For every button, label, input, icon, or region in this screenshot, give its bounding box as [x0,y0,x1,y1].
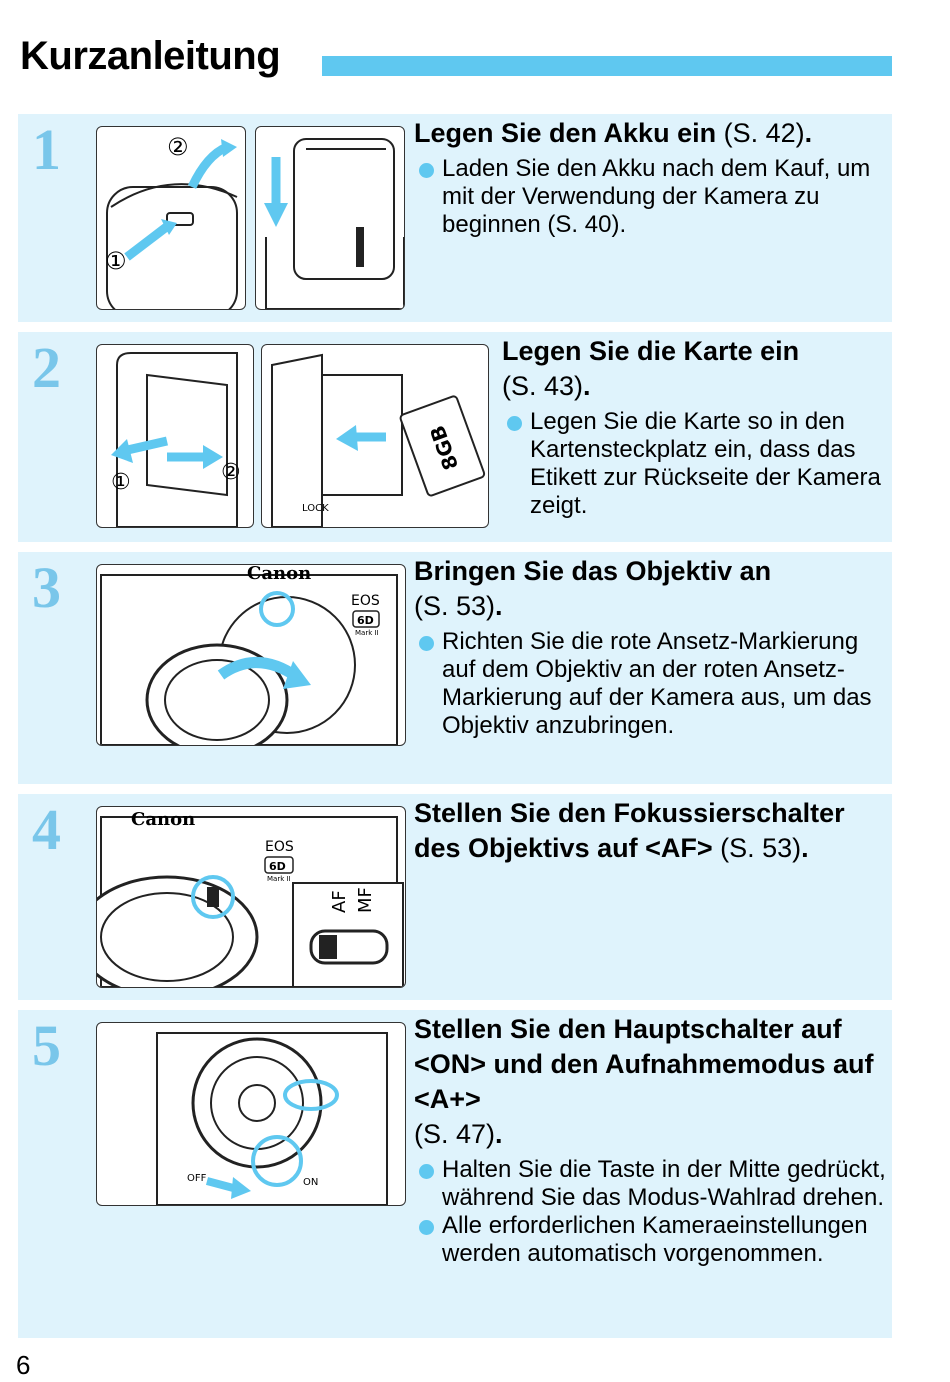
step-number: 5 [32,1013,61,1078]
step-4: 4 Canon EOS 6D Mark II AF MF Stellen Sie… [18,794,892,1000]
bullet-icon [419,1164,434,1179]
photo-label-1: ① [111,470,131,495]
step-number: 4 [32,797,61,862]
card-door-illustration: ① ② [96,344,254,528]
bullet-icon [419,163,434,178]
battery-slot-illustration [255,126,405,310]
model-mark: Mark II [355,629,379,637]
bullet-list: Richten Sie die rote Ansetz-Markierung a… [414,628,890,740]
bullet-list: Halten Sie die Taste in der Mitte gedrüc… [414,1156,890,1268]
step-heading: Legen Sie die Karte ein(S. 43). [502,336,800,401]
bullet-list: Laden Sie den Akku nach dem Kauf, um mit… [414,155,884,239]
step-3: 3 Canon EOS 6D Mark II Bringen Sie das O… [18,552,892,784]
card-door-icon: ① ② [111,352,241,527]
list-item: Halten Sie die Taste in der Mitte gedrüc… [414,1156,890,1212]
step-5: 5 OFF ON Stellen Sie den Hauptschalter a… [18,1010,892,1338]
bullet-list: Legen Sie die Karte so in den Kartenstec… [502,408,888,520]
page-title: Kurzanleitung [20,34,281,78]
step-2: 2 ① ② 8GB LOCK Legen Sie die Karte [18,332,892,542]
brand-label: Canon [247,565,311,584]
list-item: Alle erforderlichen Kameraeinstellungen … [414,1212,890,1268]
sd-card-icon: 8GB LOCK [271,353,486,527]
bullet-icon [507,416,522,431]
model-mark: Mark II [267,875,291,883]
step-1: 1 ② ① Legen Sie den Akku ein (S. 42). [18,114,892,322]
step-5-text: Stellen Sie den Hauptschalter auf <ON> u… [414,1012,890,1268]
bullet-icon [419,636,434,651]
camera-battery-door-icon: ② ① [105,133,238,309]
focus-switch-icon: Canon EOS 6D Mark II AF MF [97,809,404,987]
model-label: EOS [351,593,380,609]
step-heading: Legen Sie den Akku ein (S. 42). [414,118,813,148]
photo-label-1: ① [105,247,127,275]
model-label: EOS [265,839,294,855]
camera-lens-icon: Canon EOS 6D Mark II [100,565,398,745]
battery-insert-illustration: ② ① [96,126,246,310]
photo-label-2: ② [167,133,189,161]
lens-mount-illustration: Canon EOS 6D Mark II [96,564,406,746]
mf-label: MF [355,887,376,913]
list-item: Legen Sie die Karte so in den Kartenstec… [502,408,888,520]
model-number: 6D [269,860,286,873]
brand-label: Canon [131,809,195,830]
list-item: Laden Sie den Akku nach dem Kauf, um mit… [414,155,884,239]
af-label: AF [329,890,350,913]
step-number: 1 [32,117,61,182]
bullet-icon [419,1220,434,1235]
photo-label-2: ② [221,460,241,485]
focus-switch-illustration: Canon EOS 6D Mark II AF MF [96,806,406,988]
title-bar [322,56,892,76]
step-heading: Stellen Sie den Hauptschalter auf <ON> u… [414,1014,874,1149]
card-insert-illustration: 8GB LOCK [261,344,489,528]
model-number: 6D [357,614,374,627]
battery-icon [264,138,404,309]
step-number: 3 [32,555,61,620]
step-4-text: Stellen Sie den Fokussierschalter des Ob… [414,796,890,866]
on-label: ON [303,1177,318,1188]
lock-label: LOCK [302,503,329,514]
step-heading: Bringen Sie das Objektiv an(S. 53). [414,556,772,621]
step-heading: Stellen Sie den Fokussierschalter des Ob… [414,798,845,863]
step-2-text: Legen Sie die Karte ein(S. 43). Legen Si… [502,334,888,520]
page-number: 6 [16,1350,31,1380]
step-1-text: Legen Sie den Akku ein (S. 42). Laden Si… [414,116,884,239]
mode-dial-icon: OFF ON [156,1032,388,1205]
step-number: 2 [32,335,61,400]
off-label: OFF [187,1173,207,1184]
step-3-text: Bringen Sie das Objektiv an(S. 53). Rich… [414,554,890,740]
mode-dial-illustration: OFF ON [96,1022,406,1206]
list-item: Richten Sie die rote Ansetz-Markierung a… [414,628,890,740]
